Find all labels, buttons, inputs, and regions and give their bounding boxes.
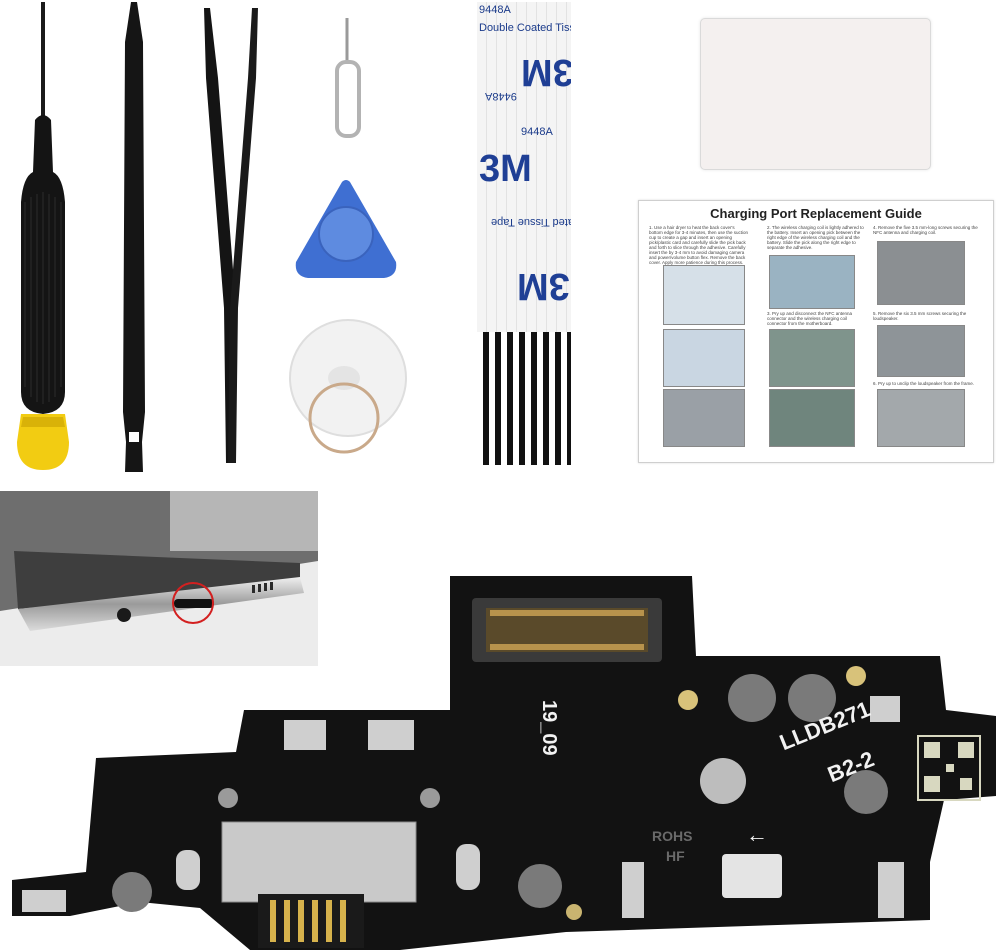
protective-film (700, 18, 931, 170)
guide-photo-coil (769, 255, 855, 309)
tape-liner-ends (477, 332, 571, 465)
guide-photo-heat (663, 265, 745, 325)
guide-photo-speaker (877, 325, 965, 377)
guide-title: Charging Port Replacement Guide (710, 206, 922, 221)
tape-brand-logo-3: 3M (517, 265, 570, 307)
tape-brand-logo-2: 3M (479, 148, 532, 190)
guide-step-6: 6. Pry up to unclip the loudspeaker from… (873, 381, 975, 386)
guide-photo-board (769, 389, 855, 447)
guide-photo-screws (877, 241, 965, 305)
guide-photo-frame (877, 389, 965, 447)
charging-port-board (12, 576, 996, 950)
phone-bottom-edge-icon (0, 491, 318, 666)
guide-step-3: 3. Pry up and disconnect the NFC antenna… (767, 311, 853, 326)
tape-label-2: Double Coated Tissue Tape (491, 216, 571, 228)
guide-step-4: 4. Remove the five 3.5 mm-long screws se… (873, 225, 978, 235)
replacement-guide-card: Charging Port Replacement Guide 1. Use a… (638, 200, 994, 463)
phone-bottom-photo (0, 491, 318, 666)
tweezers-icon (204, 8, 258, 463)
pcb-date-code: 19_09 (538, 700, 560, 756)
pcb-rohs-label: ROHS (652, 828, 693, 844)
double-coated-tape-strips: 9448A Double Coated Tissue Tape 3M 9448A… (477, 2, 571, 465)
sim-eject-pin-icon (335, 18, 361, 138)
guide-step-5: 5. Remove the six 3.5 mm screws securing… (873, 311, 967, 321)
opening-pick-icon (295, 180, 397, 278)
guide-photo-pick (663, 329, 745, 387)
guide-step-2: 2. The wireless charging coil is lightly… (767, 225, 864, 250)
tape-code-3: 9448A (521, 126, 553, 138)
tape-brand-logo: 3M (521, 51, 571, 93)
suction-cup-icon (289, 319, 407, 454)
guide-photo-back (663, 389, 745, 447)
screwdriver-icon (17, 2, 69, 470)
guide-step-1: 1. Use a hair dryer to heat the back cov… (649, 225, 749, 265)
pcb-hf-label: HF (666, 848, 685, 864)
spudger-icon (123, 2, 145, 472)
tape-code: 9448A (479, 4, 511, 16)
pcb-arrow-marking: ← (746, 822, 768, 847)
tape-code-2: 9448A (485, 90, 517, 102)
tape-label: Double Coated Tissue Tape (479, 22, 571, 34)
guide-photo-nfc (769, 329, 855, 387)
